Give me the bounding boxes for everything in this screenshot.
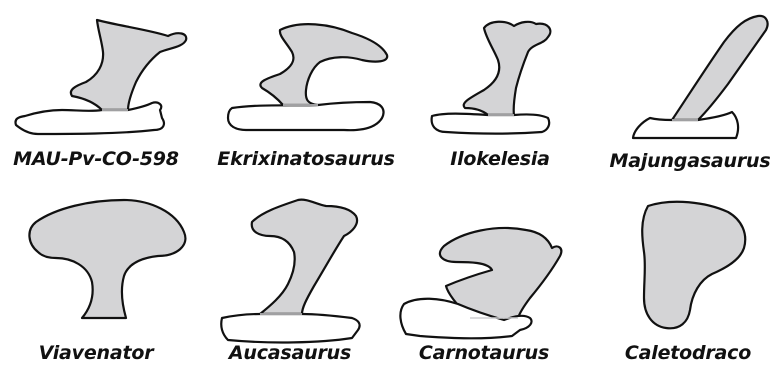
outline-mau-pv-co-598 [15, 20, 186, 134]
outline-ilokelesia [432, 22, 551, 134]
label-caletodraco: Caletodraco [625, 342, 751, 364]
outline-ekrixinatosaurus [228, 24, 387, 130]
outline-carnotaurus [400, 228, 561, 338]
outline-caletodraco [642, 202, 745, 329]
label-ekrixinatosaurus: Ekrixinatosaurus [217, 148, 394, 170]
label-viavenator: Viavenator [39, 342, 154, 364]
outline-aucasaurus [221, 200, 359, 343]
label-majungasaurus: Majungasaurus [610, 150, 771, 172]
label-carnotaurus: Carnotaurus [419, 342, 549, 364]
outline-viavenator [29, 200, 185, 318]
label-mau-pv-co-598: MAU-Pv-CO-598 [13, 148, 179, 170]
label-ilokelesia: Ilokelesia [450, 148, 550, 170]
outline-majungasaurus [633, 16, 768, 138]
label-aucasaurus: Aucasaurus [229, 342, 351, 364]
